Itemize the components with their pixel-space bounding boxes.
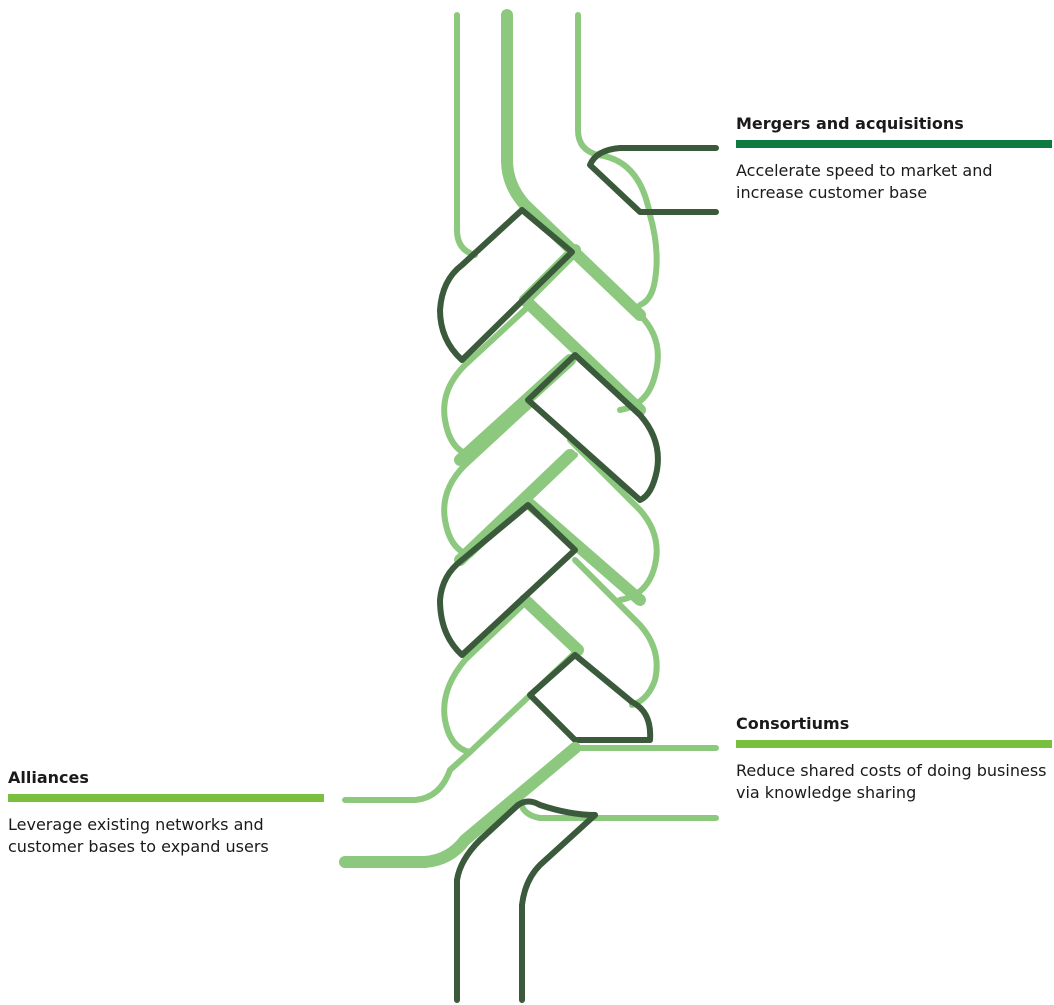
mergers-title: Mergers and acquisitions	[736, 114, 1052, 134]
mergers-description: Accelerate speed to market and increase …	[736, 160, 1052, 204]
bottom-strand-right	[522, 815, 595, 1000]
braid-loop-l3	[444, 600, 578, 752]
top-strand-left	[457, 15, 475, 255]
braid-dark-4	[530, 655, 650, 740]
alliances-description: Leverage existing networks and customer …	[8, 814, 324, 858]
alliances-title: Alliances	[8, 768, 324, 788]
consortiums-callout: Consortiums Reduce shared costs of doing…	[736, 714, 1052, 804]
alliances-accent-bar	[8, 794, 324, 802]
consortiums-description: Reduce shared costs of doing business vi…	[736, 760, 1052, 804]
consortiums-title: Consortiums	[736, 714, 1052, 734]
braid-diag-2	[525, 300, 640, 410]
alliances-branch-upper	[345, 752, 470, 800]
consortiums-accent-bar	[736, 740, 1052, 748]
alliances-callout: Alliances Leverage existing networks and…	[8, 768, 324, 858]
mergers-and-acquisitions-callout: Mergers and acquisitions Accelerate spee…	[736, 114, 1052, 204]
braid-diag-6	[525, 600, 578, 650]
mergers-accent-bar	[736, 140, 1052, 148]
